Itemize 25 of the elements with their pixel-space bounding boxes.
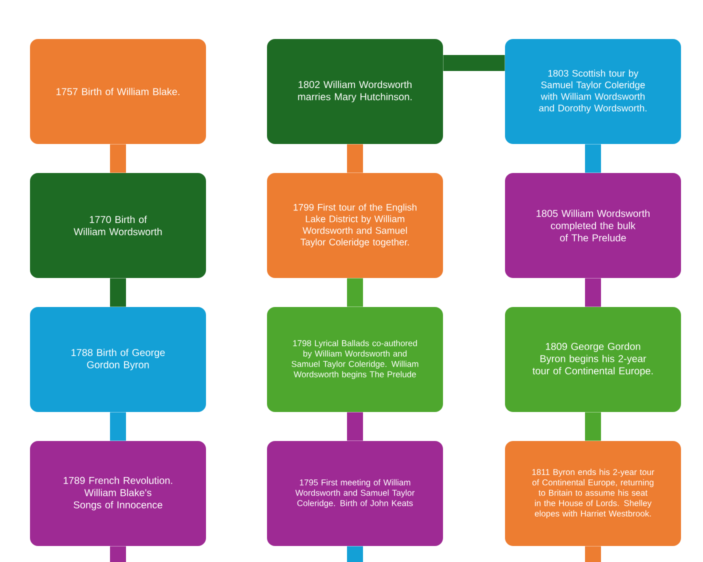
connector-bar bbox=[585, 278, 601, 307]
event-box: 1789 French Revolution. William Blake's Songs of Innocence bbox=[30, 441, 206, 546]
event-box: 1795 First meeting of William Wordsworth and Samuel Taylor Coleridge. Birth of John Keats bbox=[267, 441, 443, 546]
event-box: 1798 Lyrical Ballads co-authored by William Wordsworth and Samuel Taylor Coleridge. William Wordsworth begins The Prelude bbox=[267, 307, 443, 412]
event-box: 1809 George Gordon Byron begins his 2-year tour of Continental Europe. bbox=[505, 307, 681, 412]
connector-bar bbox=[110, 412, 126, 441]
event-box: 1770 Birth of William Wordsworth bbox=[30, 173, 206, 278]
event-box: 1811 Byron ends his 2-year tour of Continental Europe, returning to Britain to assume his seat in the House of Lords. Shelley elopes with Harriet Westbrook. bbox=[505, 441, 681, 546]
event-box: 1757 Birth of William Blake. bbox=[30, 39, 206, 144]
connector-bar bbox=[585, 412, 601, 441]
connector-bar bbox=[347, 412, 363, 441]
event-box: 1799 First tour of the English Lake District by William Wordsworth and Samuel Taylor Coleridge together. bbox=[267, 173, 443, 278]
event-box: 1802 William Wordsworth marries Mary Hutchinson. bbox=[267, 39, 443, 144]
event-box: 1788 Birth of George Gordon Byron bbox=[30, 307, 206, 412]
connector-bar bbox=[347, 546, 363, 562]
connector-bar bbox=[443, 55, 505, 72]
connector-bar bbox=[585, 546, 601, 562]
connector-bar bbox=[585, 144, 601, 173]
event-box: 1805 William Wordsworth completed the bulk of The Prelude bbox=[505, 173, 681, 278]
connector-bar bbox=[347, 144, 363, 173]
connector-bar bbox=[110, 546, 126, 562]
connector-bar bbox=[110, 144, 126, 173]
event-box: 1803 Scottish tour by Samuel Taylor Coleridge with William Wordsworth and Dorothy Wordsworth. bbox=[505, 39, 681, 144]
connector-bar bbox=[110, 278, 126, 307]
connector-bar bbox=[347, 278, 363, 307]
